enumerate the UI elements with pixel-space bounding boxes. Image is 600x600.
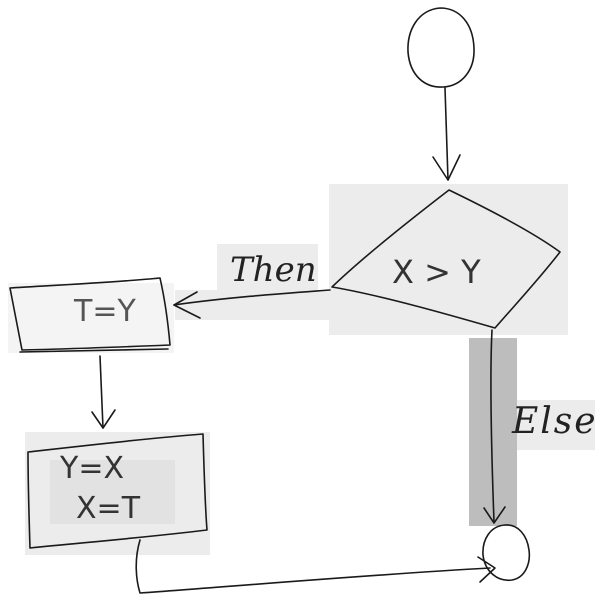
then-label: Then xyxy=(230,250,317,290)
swap-text-line2: X=T xyxy=(76,491,141,526)
else-arrowhead xyxy=(483,506,506,524)
assign-box-highlight xyxy=(8,283,174,353)
condition-highlight xyxy=(329,184,568,335)
assign-box-shadow xyxy=(19,348,169,353)
then-arrow xyxy=(173,289,331,306)
assign-to-swap-arrow xyxy=(99,355,104,429)
then-arrow-highlight xyxy=(175,290,335,320)
swap-to-end-arrowhead xyxy=(477,556,496,583)
assign-box xyxy=(9,277,171,351)
else-label-highlight xyxy=(517,400,595,450)
then-highlight xyxy=(217,244,318,294)
start-to-condition-arrowhead xyxy=(432,154,461,181)
start-node xyxy=(407,7,475,88)
assign-text: T=Y xyxy=(74,294,136,329)
swap-to-end-arrow xyxy=(135,539,491,594)
else-arrow xyxy=(490,329,495,523)
swap-text-line1: Y=X xyxy=(60,451,125,486)
start-to-condition-arrow xyxy=(444,87,449,181)
condition-diamond xyxy=(331,189,561,329)
else-label: Else xyxy=(512,401,598,442)
assign-to-swap-arrowhead xyxy=(91,409,116,429)
end-node xyxy=(482,524,531,581)
swap-text-highlight xyxy=(50,460,175,524)
swap-box xyxy=(27,433,208,549)
condition-text: X > Y xyxy=(392,253,481,291)
then-arrowhead xyxy=(173,291,201,319)
